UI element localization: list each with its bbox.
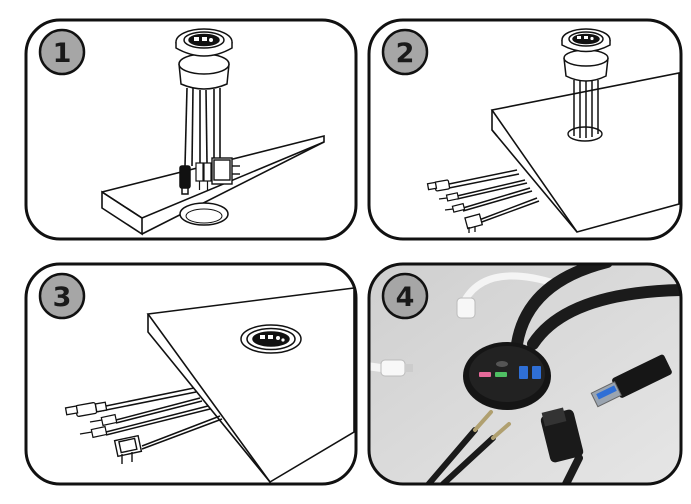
- grommet-hub-icon: [175, 28, 233, 90]
- step-2-panel: 2: [367, 18, 683, 241]
- power-adapter-icon: [211, 157, 240, 185]
- usb-plug-icon: [426, 179, 451, 192]
- hub-cables: [184, 87, 221, 167]
- desk-surface: [146, 287, 355, 484]
- step-badge: 4: [381, 272, 429, 320]
- usb-plug-icon: [64, 401, 108, 417]
- audio-jack-icon: [195, 162, 212, 190]
- step-3-illustration: 3: [24, 262, 358, 486]
- step-badge: 3: [38, 272, 86, 320]
- step-4-panel: 4: [367, 262, 683, 486]
- headphone-port: [495, 372, 507, 377]
- step-3-panel: 3: [24, 262, 358, 486]
- step-4-photo: 4: [367, 262, 683, 486]
- usb-plug-icon: [590, 354, 672, 408]
- white-cable-left: [369, 359, 413, 377]
- step-number: 4: [396, 282, 415, 313]
- grommet-hub-icon: [463, 342, 551, 410]
- power-adapter-icon: [113, 434, 143, 464]
- under-desk-cables: [448, 169, 540, 224]
- white-usb-c-cable: [456, 272, 559, 319]
- step-number: 3: [53, 282, 72, 313]
- black-cables: [511, 264, 681, 350]
- usb-port: [532, 366, 541, 379]
- grommet-hub-icon: [561, 28, 611, 82]
- panel-frame: [367, 262, 683, 486]
- step-badge: 1: [38, 28, 86, 76]
- panel-frame: [24, 18, 358, 241]
- grommet-hub-icon: [240, 324, 302, 354]
- step-badge: 2: [381, 28, 429, 76]
- step-2-illustration: 2: [367, 18, 683, 241]
- desk-hole: [179, 202, 229, 226]
- under-desk-cables: [95, 387, 223, 450]
- desk-hole: [567, 126, 603, 142]
- audio-jack-icon: [79, 413, 118, 439]
- step-1-illustration: 1: [24, 18, 358, 241]
- hub-cables: [573, 80, 599, 138]
- mic-port: [479, 372, 491, 377]
- step-number: 1: [53, 38, 72, 69]
- desk-surface: [490, 72, 680, 233]
- black-usb-plug: [540, 407, 584, 484]
- audio-jack-icon: [424, 410, 511, 484]
- usb-port: [519, 366, 528, 379]
- usb-plug-icon: [179, 165, 191, 195]
- audio-jack-icon: [438, 192, 466, 213]
- power-adapter-icon: [464, 213, 484, 233]
- step-1-panel: 1: [24, 18, 358, 241]
- step-number: 2: [396, 38, 415, 69]
